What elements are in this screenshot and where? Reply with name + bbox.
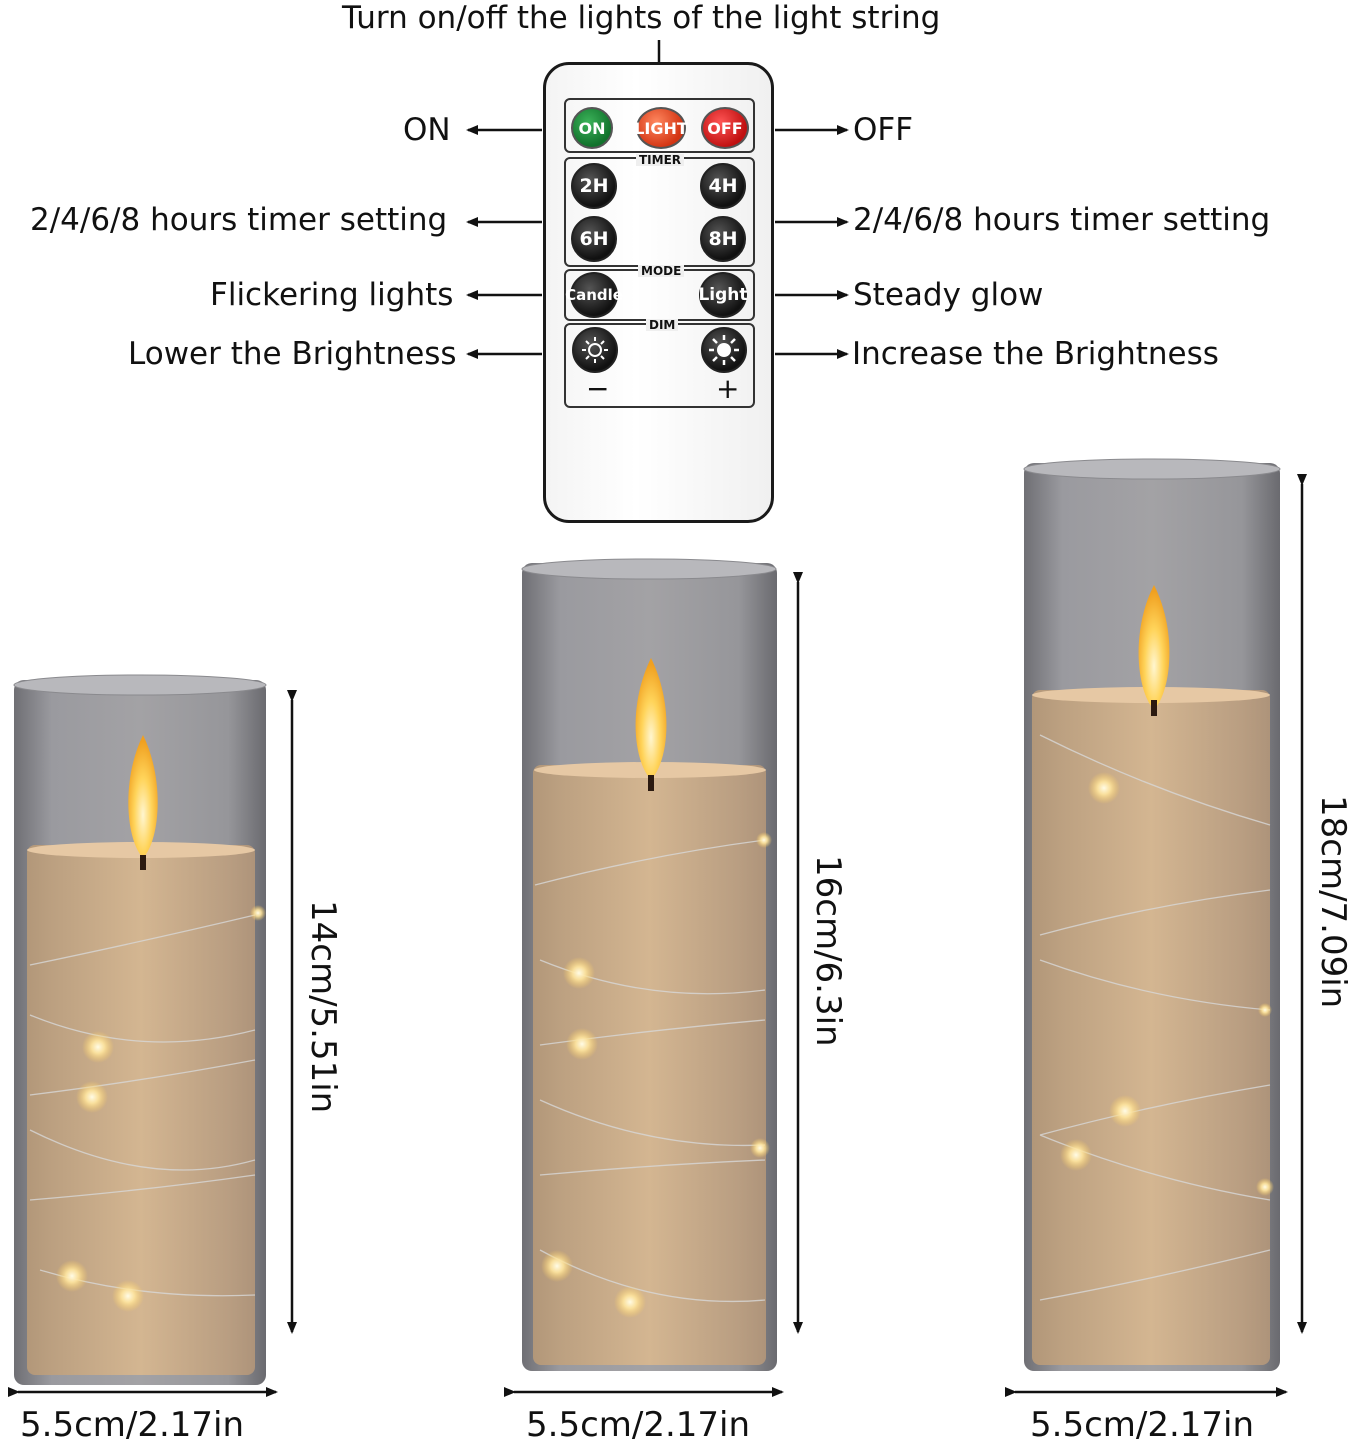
callout-on: ON xyxy=(403,112,451,148)
sun-bright-icon xyxy=(709,335,739,365)
width-label-1: 5.5cm/2.17in xyxy=(20,1405,245,1445)
sun-small-icon xyxy=(582,337,608,363)
timer-4h-button[interactable]: 4H xyxy=(700,163,746,209)
timer-6h-button[interactable]: 6H xyxy=(571,216,617,262)
power-group xyxy=(564,98,755,153)
timer-title: TIMER xyxy=(636,154,685,166)
callout-steady: Steady glow xyxy=(853,277,1044,313)
dim-title: DIM xyxy=(646,319,679,331)
height-label-3: 18cm/7.09in xyxy=(1313,795,1350,1009)
timer-2h-button[interactable]: 2H xyxy=(571,163,617,209)
callout-timer-left: 2/4/6/8 hours timer setting xyxy=(30,202,448,238)
light-button[interactable]: LIGHT xyxy=(634,107,688,149)
dim-up-button[interactable] xyxy=(701,327,747,373)
dim-down-button[interactable] xyxy=(572,327,618,373)
callout-flicker: Flickering lights xyxy=(210,277,454,313)
width-label-3: 5.5cm/2.17in xyxy=(1030,1405,1255,1445)
callout-increase: Increase the Brightness xyxy=(852,336,1219,372)
mode-title: MODE xyxy=(638,265,685,277)
remote-control: ON LIGHT OFF TIMER 2H 4H 6H 8H MODE Cand… xyxy=(543,62,774,523)
width-label-2: 5.5cm/2.17in xyxy=(526,1405,751,1445)
height-label-1: 14cm/5.51in xyxy=(303,900,343,1114)
callout-timer-right: 2/4/6/8 hours timer setting xyxy=(853,202,1271,238)
candle-large xyxy=(1023,458,1281,1371)
candle-medium xyxy=(521,558,777,1371)
top-label: Turn on/off the lights of the light stri… xyxy=(342,0,941,36)
height-label-2: 16cm/6.3in xyxy=(808,855,848,1047)
light-mode-button[interactable]: Light xyxy=(698,272,748,318)
plus-sign: + xyxy=(716,372,740,405)
candle-small xyxy=(13,674,267,1385)
on-button[interactable]: ON xyxy=(571,107,613,149)
timer-8h-button[interactable]: 8H xyxy=(700,216,746,262)
callout-lower: Lower the Brightness xyxy=(128,336,457,372)
callout-off: OFF xyxy=(853,112,914,148)
off-button[interactable]: OFF xyxy=(701,107,749,149)
minus-sign: − xyxy=(586,372,610,405)
candle-mode-button[interactable]: Candle xyxy=(565,272,623,318)
